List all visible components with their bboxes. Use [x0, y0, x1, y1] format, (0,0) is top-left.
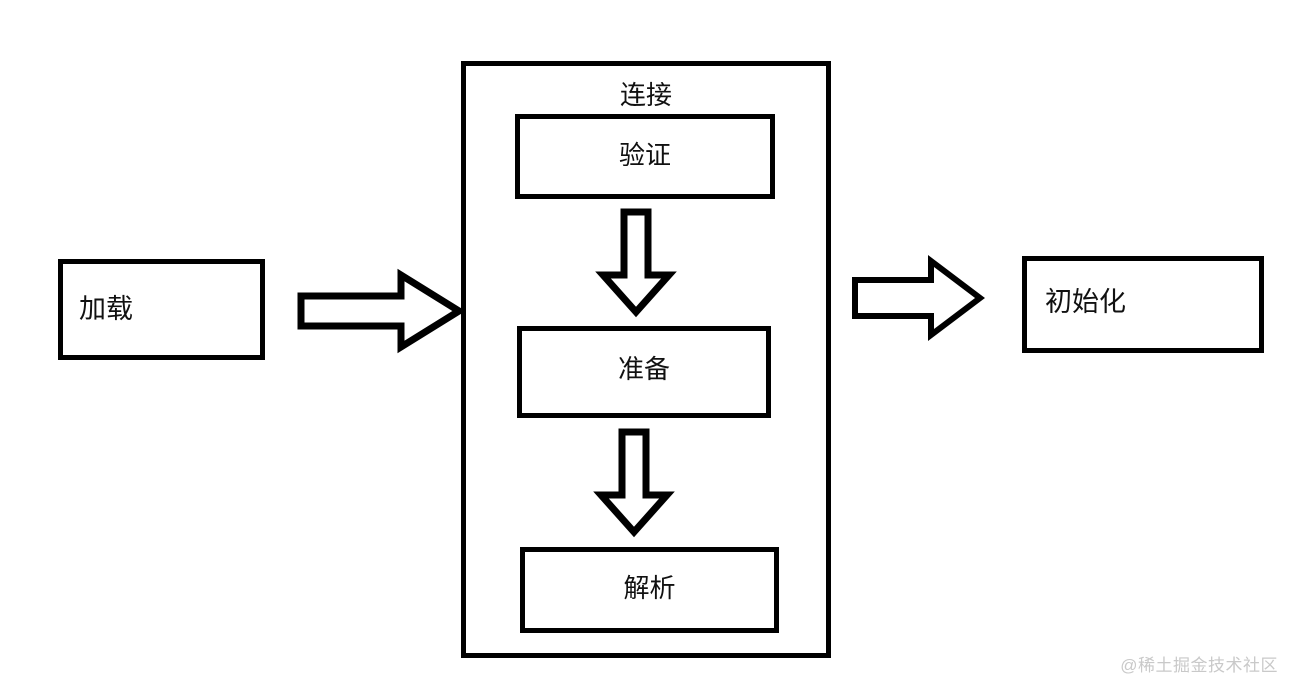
substep-label-prepare: 准备: [617, 354, 670, 384]
arrow-verify-to-prepare-icon: [595, 208, 677, 318]
arrow-prepare-to-resolve-icon: [593, 428, 675, 538]
arrow-load-to-linking-icon: [297, 268, 466, 354]
stage-box-init: 初始化: [1022, 256, 1264, 353]
stage-box-linking: 连接 验证 准备 解析: [461, 61, 831, 658]
arrow-linking-to-init-icon: [851, 254, 985, 342]
stage-label-load: 加载: [79, 294, 133, 324]
stage-label-init: 初始化: [1045, 287, 1126, 317]
substep-label-resolve: 解析: [623, 573, 676, 603]
substep-box-verify: 验证: [515, 114, 775, 199]
substep-box-prepare: 准备: [517, 326, 771, 418]
substep-box-resolve: 解析: [520, 547, 779, 633]
stage-label-linking: 连接: [619, 80, 672, 110]
watermark-text: @稀土掘金技术社区: [1120, 656, 1278, 675]
stage-box-load: 加载: [58, 259, 265, 360]
substep-label-verify: 验证: [618, 140, 671, 170]
